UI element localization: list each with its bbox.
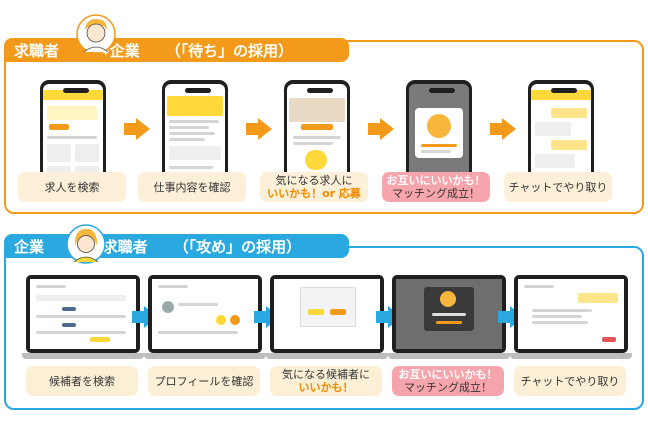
title-from: 求職者 bbox=[14, 41, 60, 60]
step-caption-match: お互いにいいかも！ マッチング成立！ bbox=[382, 172, 490, 202]
step-caption: チャットでやり取り bbox=[514, 366, 626, 396]
company-avatar-icon bbox=[66, 224, 106, 264]
title-from: 企業 bbox=[14, 237, 45, 256]
step-arrow-icon bbox=[368, 118, 394, 140]
step-arrow-icon bbox=[124, 118, 150, 140]
laptop-screen-profile bbox=[144, 275, 266, 359]
step-caption: 候補者を検索 bbox=[26, 366, 138, 396]
title-paren: （「攻め」の採用） bbox=[173, 237, 302, 256]
step-caption: チャットでやり取り bbox=[504, 172, 612, 202]
step-caption: 仕事内容を確認 bbox=[138, 172, 246, 202]
laptop-screen-like bbox=[266, 275, 388, 359]
company-flow-title: 企業 ➡求職者 （「攻め」の採用） bbox=[4, 234, 349, 258]
step-caption-match: お互いにいいかも！ マッチング成立！ bbox=[392, 366, 504, 396]
laptop-screen-chat bbox=[510, 275, 632, 359]
title-paren: （「待ち」の採用） bbox=[165, 41, 294, 60]
job-seeker-flow-title: 求職者 ➡企業 （「待ち」の採用） bbox=[4, 38, 349, 62]
step-caption: プロフィールを確認 bbox=[148, 366, 260, 396]
step-caption: 気になる求人に いいかも！or 応募 bbox=[260, 172, 368, 202]
job-seeker-avatar-icon bbox=[76, 14, 116, 54]
step-caption: 求人を検索 bbox=[18, 172, 126, 202]
step-caption: 気になる候補者に いいかも！ bbox=[270, 366, 382, 396]
laptop-screen-candidate-search bbox=[22, 275, 144, 359]
step-arrow-icon bbox=[490, 118, 516, 140]
phone-screen-search bbox=[40, 80, 106, 192]
laptop-screen-match bbox=[388, 275, 510, 359]
step-arrow-icon bbox=[246, 118, 272, 140]
